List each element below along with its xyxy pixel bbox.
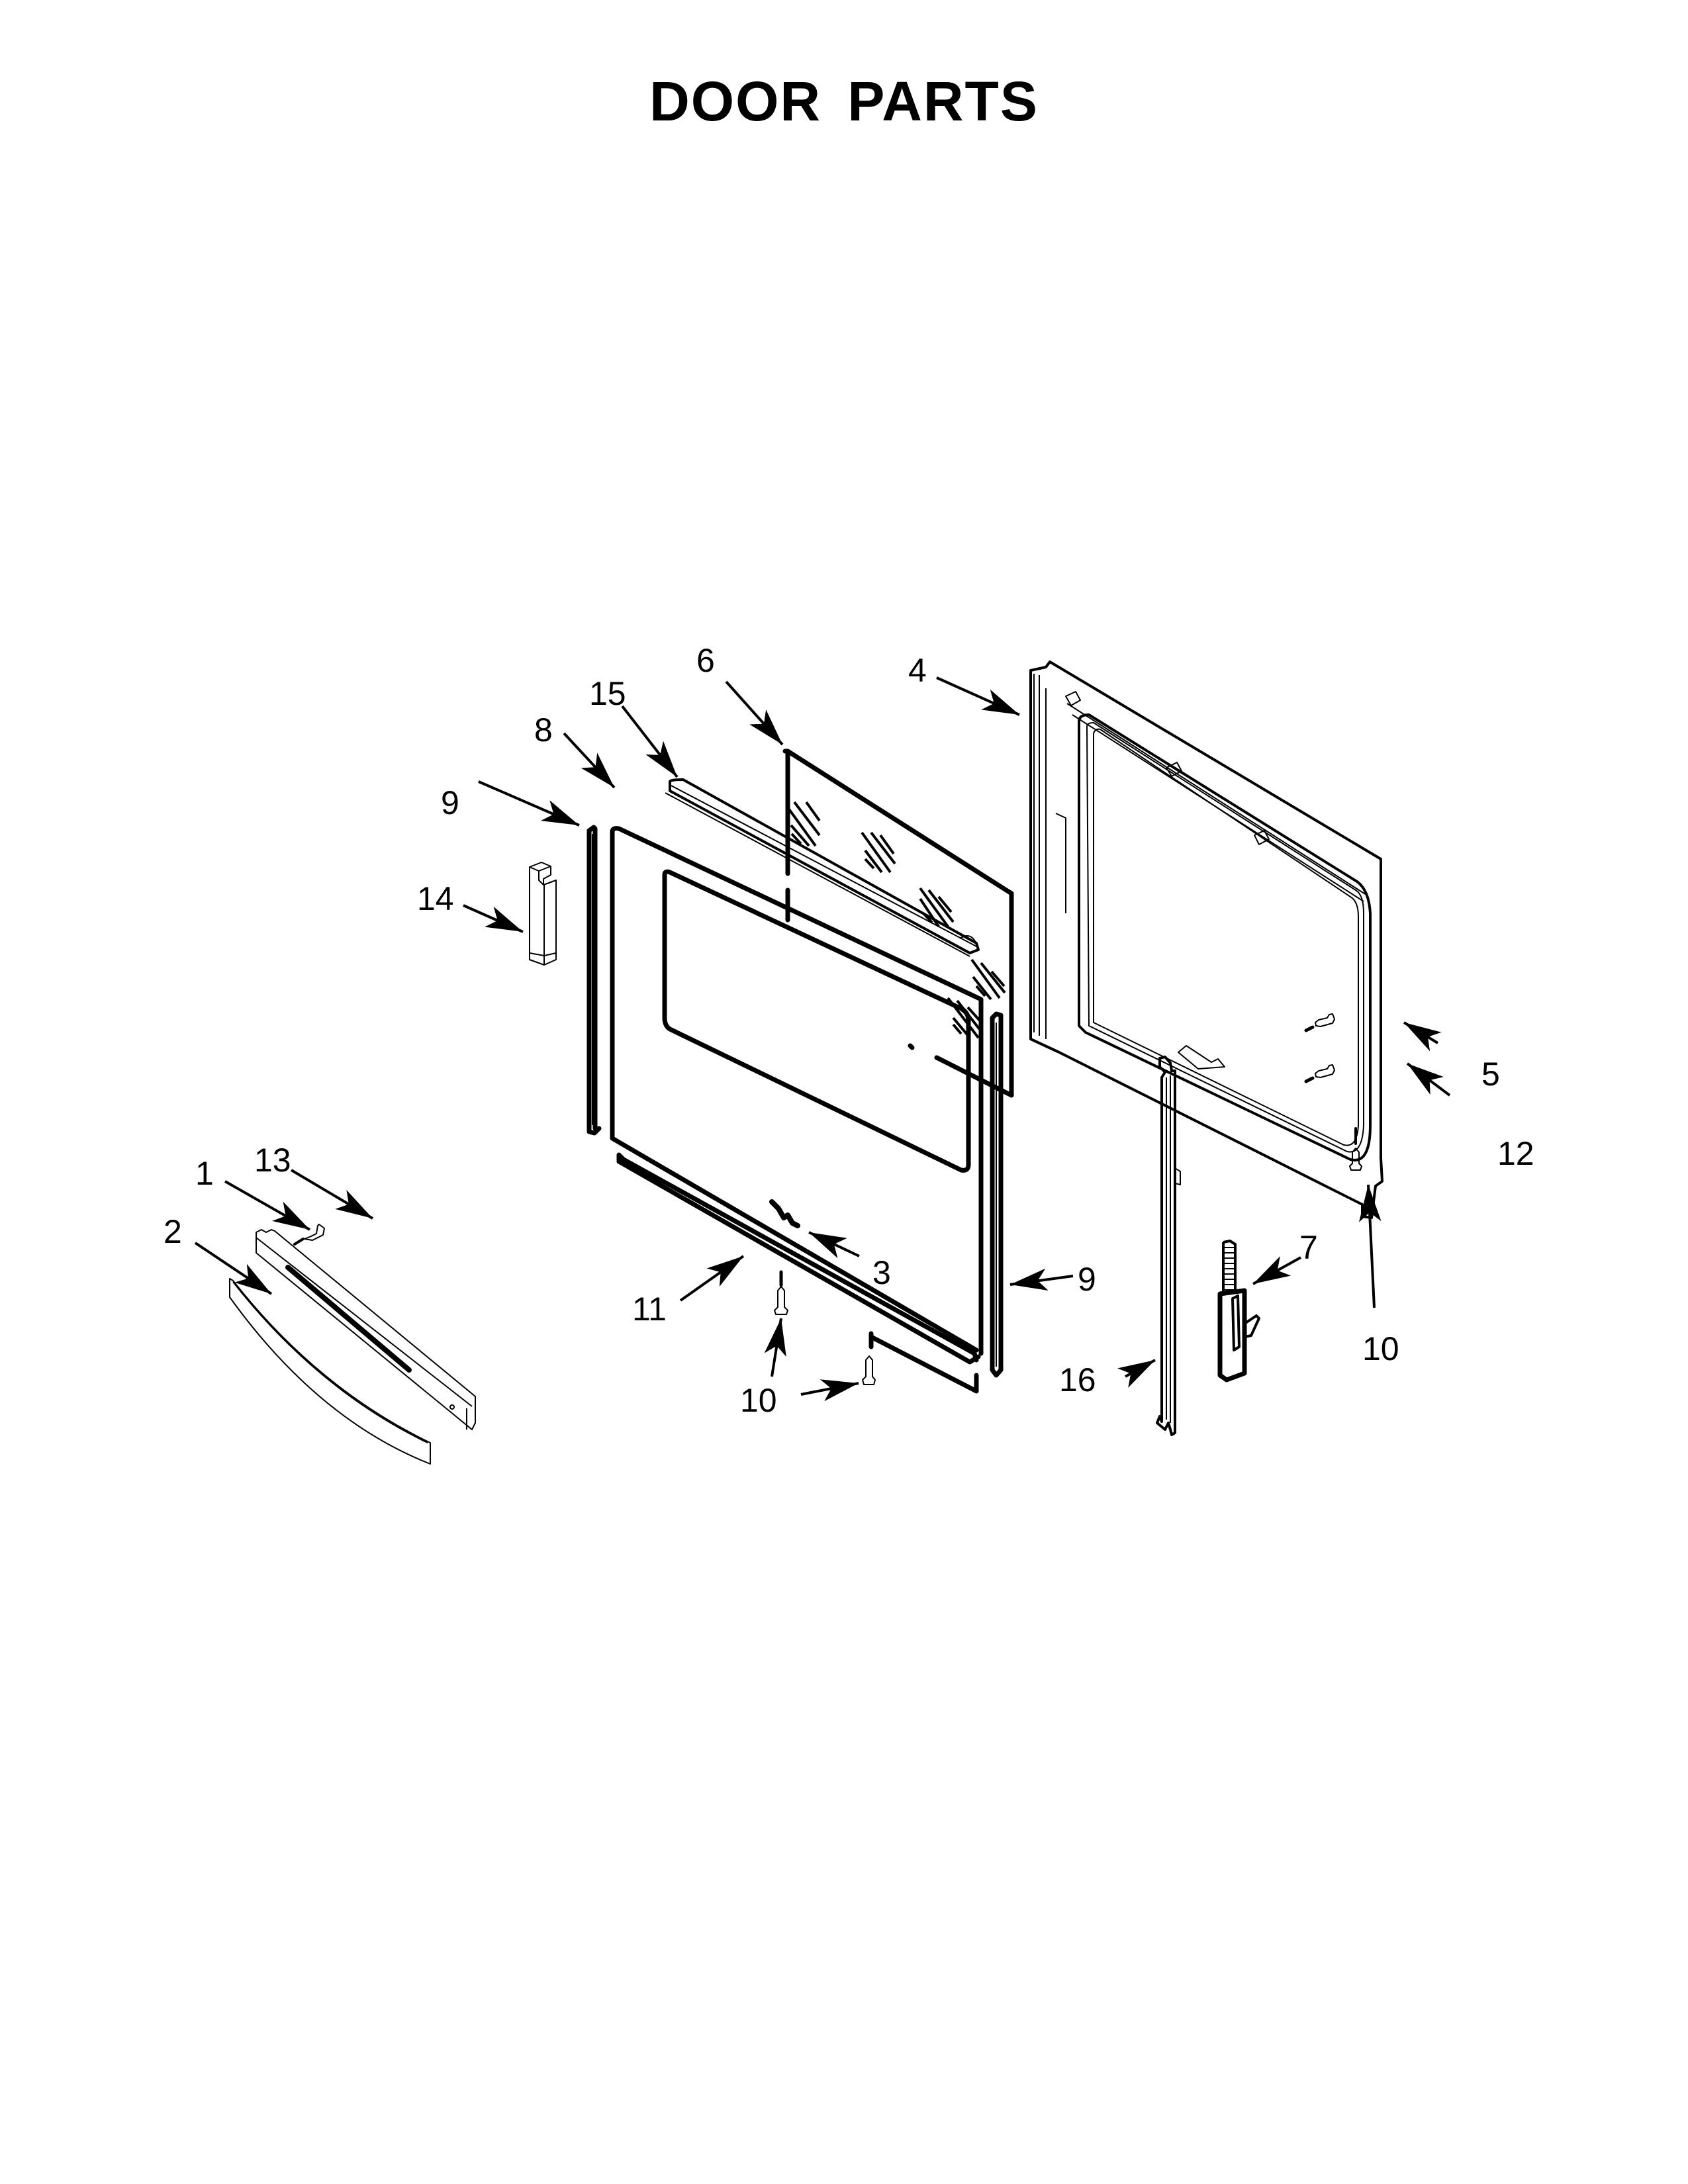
leader-7 bbox=[1252, 1256, 1301, 1285]
callout-2: 2 bbox=[164, 1213, 182, 1250]
part-13-screw[interactable] bbox=[293, 1224, 325, 1246]
callout-6: 6 bbox=[696, 642, 715, 679]
callout-14: 14 bbox=[417, 880, 454, 917]
part-15-top-trim[interactable] bbox=[665, 778, 980, 957]
callout-5: 5 bbox=[1481, 1056, 1500, 1093]
leader-11 bbox=[679, 1255, 745, 1302]
leader-13 bbox=[290, 1169, 374, 1220]
part-1-handle-trim[interactable] bbox=[256, 1229, 476, 1430]
leader-2 bbox=[194, 1242, 273, 1295]
callout-3: 3 bbox=[872, 1254, 891, 1291]
callout-10-bottom: 10 bbox=[740, 1382, 777, 1419]
callout-8: 8 bbox=[534, 711, 553, 749]
leader-15 bbox=[621, 705, 679, 778]
part-12-screw[interactable] bbox=[1304, 1064, 1335, 1083]
part-2-handle[interactable] bbox=[229, 1278, 431, 1465]
leader-14 bbox=[463, 904, 524, 933]
part-14-spacer[interactable] bbox=[529, 862, 557, 966]
callout-10-hinge: 10 bbox=[1362, 1330, 1399, 1367]
part-9-side-trim-left[interactable] bbox=[586, 825, 602, 1136]
part-8-door-panel[interactable] bbox=[610, 826, 984, 1356]
callout-13: 13 bbox=[254, 1142, 291, 1179]
part-10-screw-hinge[interactable] bbox=[1349, 1127, 1362, 1171]
part-9-side-trim-right[interactable] bbox=[990, 1011, 1004, 1378]
page-title: DOOR PARTS bbox=[649, 70, 1039, 132]
callout-9-right: 9 bbox=[1078, 1261, 1096, 1298]
callout-12: 12 bbox=[1497, 1135, 1534, 1172]
leader-8 bbox=[563, 732, 616, 789]
part-11-bottom-trim[interactable] bbox=[616, 1152, 981, 1394]
part-10-screw-bottom-right[interactable] bbox=[862, 1355, 876, 1385]
leader-9a bbox=[478, 780, 580, 827]
part-7-door-hinge[interactable] bbox=[1217, 1240, 1260, 1383]
leader-12 bbox=[1406, 1062, 1451, 1097]
callout-15: 15 bbox=[589, 675, 626, 712]
leader-5 bbox=[1403, 1021, 1442, 1052]
leader-6 bbox=[725, 680, 784, 746]
part-4-inner-door-frame[interactable] bbox=[1029, 660, 1383, 1219]
leader-10b bbox=[800, 1379, 859, 1402]
callout-1: 1 bbox=[195, 1155, 214, 1192]
part-5-screw[interactable] bbox=[1304, 1013, 1335, 1032]
callout-7: 7 bbox=[1299, 1229, 1318, 1266]
callout-11: 11 bbox=[632, 1291, 667, 1328]
part-10-screw-bottom-left[interactable] bbox=[774, 1270, 788, 1315]
leader-3 bbox=[808, 1231, 860, 1259]
leader-1 bbox=[224, 1180, 310, 1231]
callout-16: 16 bbox=[1059, 1361, 1096, 1398]
leader-16 bbox=[1117, 1359, 1156, 1388]
leader-9b bbox=[1009, 1268, 1074, 1291]
part-16-hinge-channel[interactable] bbox=[1156, 1056, 1181, 1436]
callout-4: 4 bbox=[908, 652, 927, 689]
leader-4 bbox=[936, 676, 1020, 716]
callout-labels: 1 2 3 4 5 6 7 8 9 9 10 10 11 12 13 14 15… bbox=[164, 642, 1534, 1419]
leader-10a bbox=[764, 1318, 786, 1377]
leader-10c bbox=[1358, 1184, 1382, 1308]
callout-9-left: 9 bbox=[441, 784, 459, 821]
leader-lines bbox=[194, 676, 1451, 1402]
